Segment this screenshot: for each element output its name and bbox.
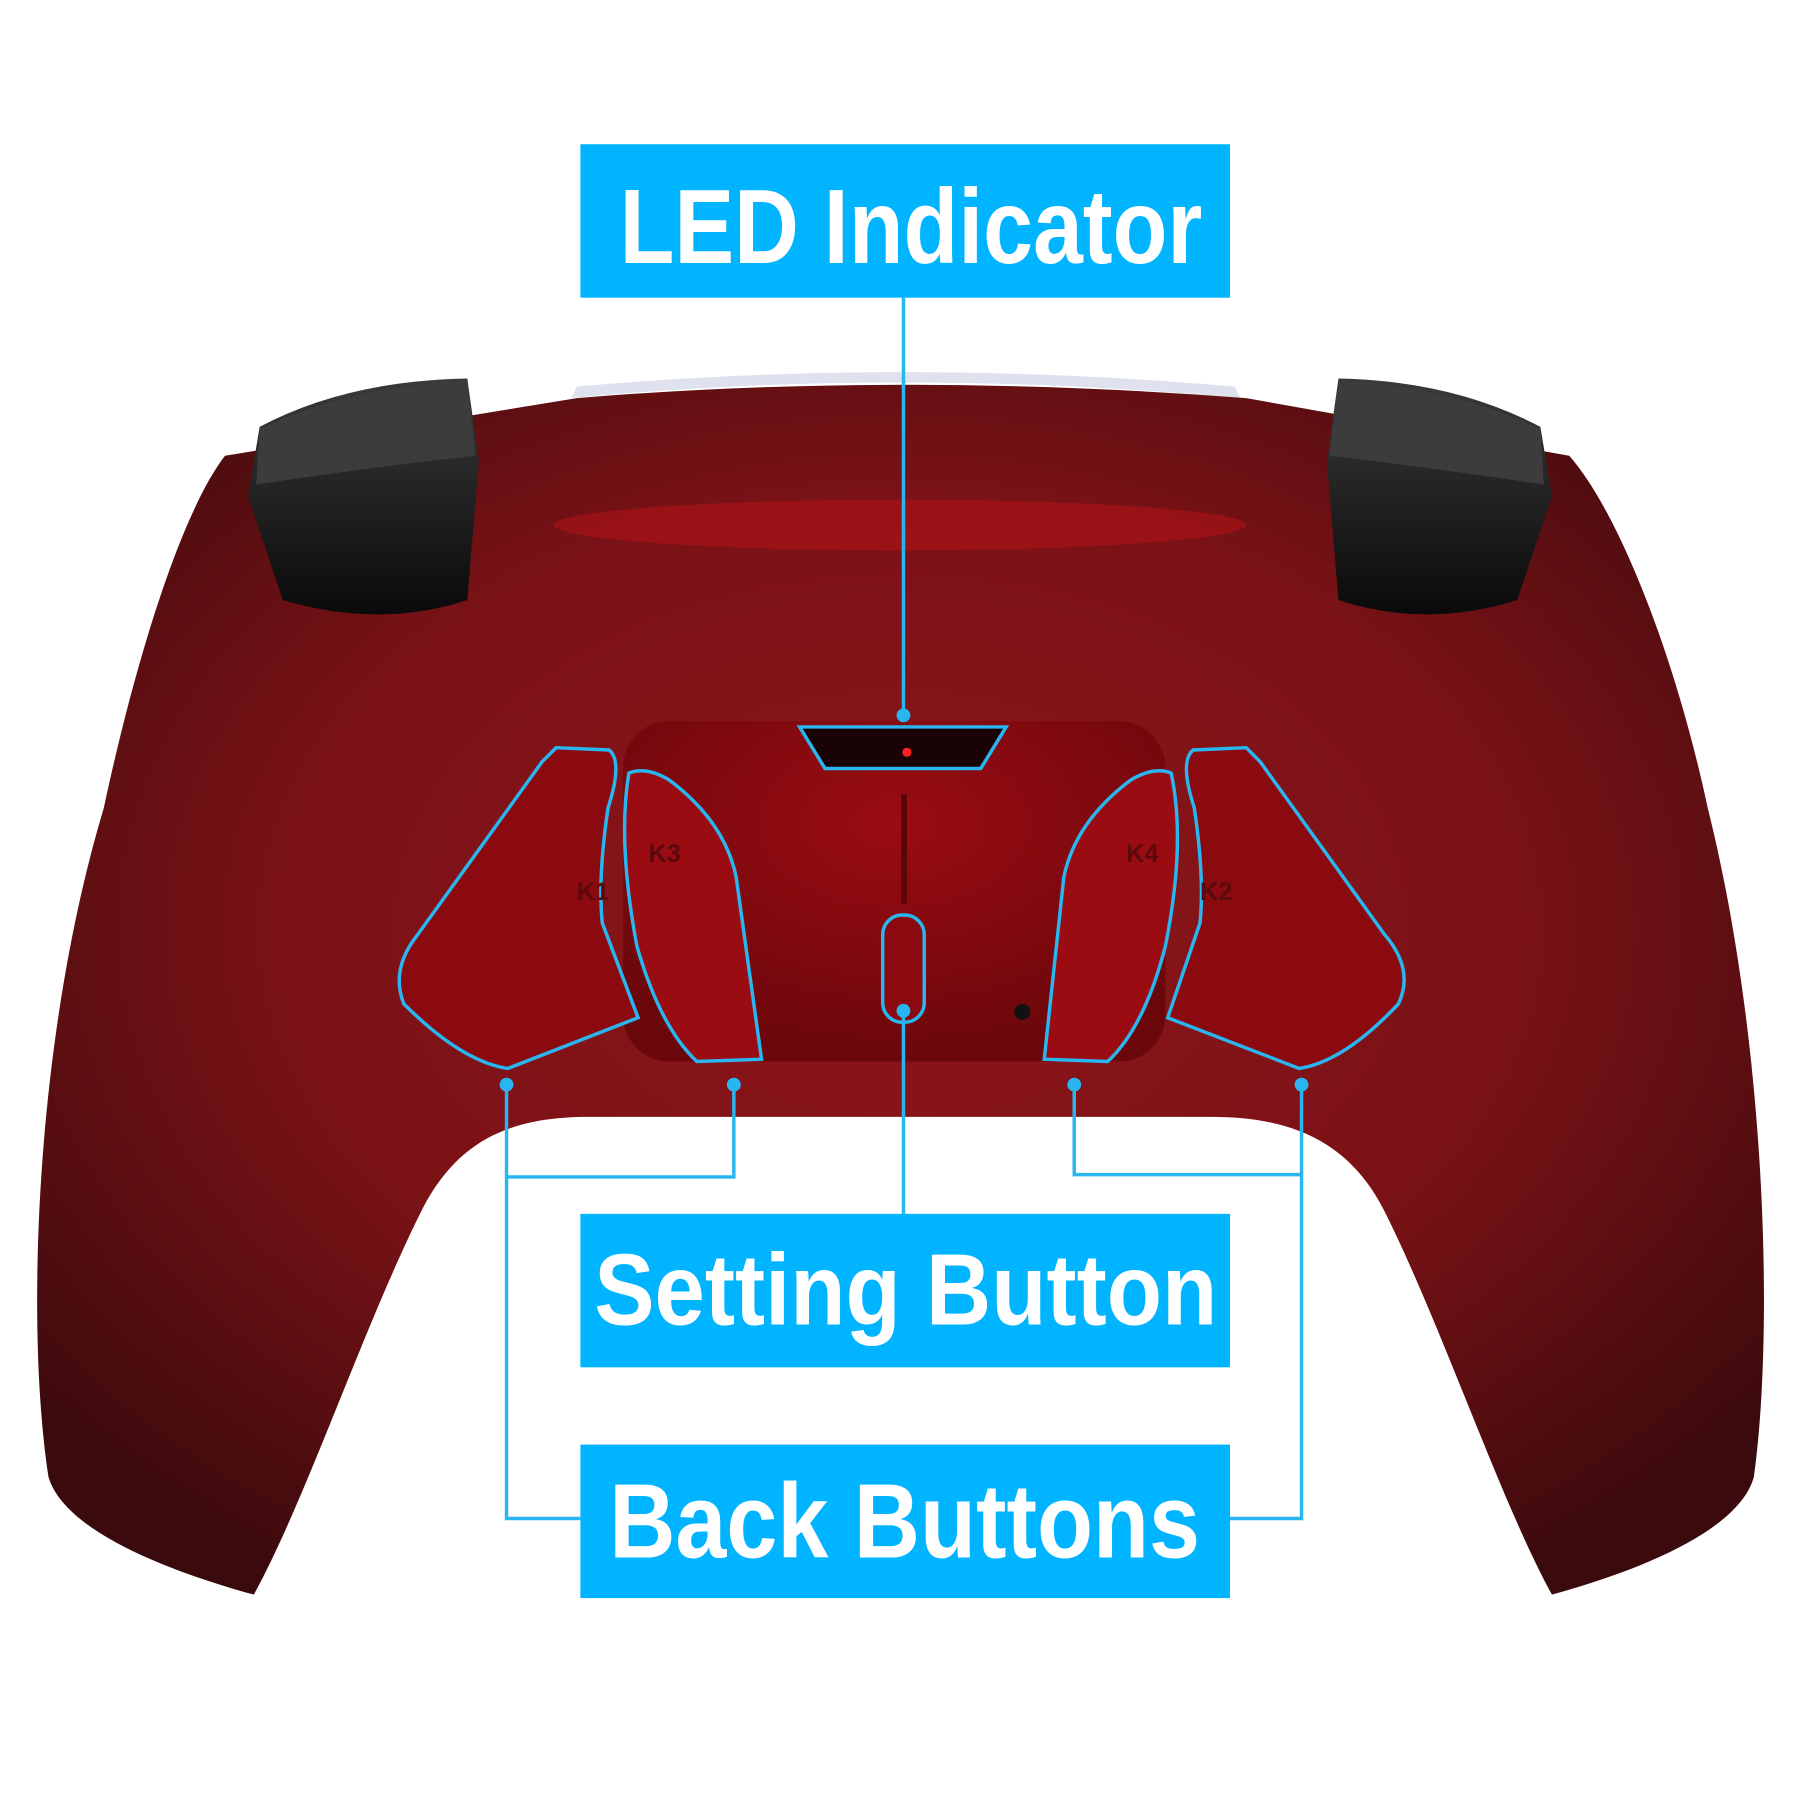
setting-callout-box xyxy=(580,1213,1230,1368)
callout-lines xyxy=(504,297,1304,1521)
reset-hole xyxy=(1014,1003,1031,1020)
back-callout-box xyxy=(580,1444,1230,1599)
paddle-k4[interactable] xyxy=(1042,769,1180,1064)
led-callout-label: LED Indicator xyxy=(620,168,1203,286)
right-trigger xyxy=(1326,378,1552,615)
back-module xyxy=(623,721,1166,1062)
back-callout-label: Back Buttons xyxy=(609,1463,1200,1581)
setting-callout-label: Setting Button xyxy=(594,1233,1217,1347)
module-groove xyxy=(901,793,907,904)
paddle-k4-label: K4 xyxy=(1126,840,1158,868)
paddle-k2-label: K2 xyxy=(1200,878,1232,906)
callout-dots xyxy=(499,708,1309,1092)
shell-highlight xyxy=(553,499,1247,551)
paddle-k3-label: K3 xyxy=(648,840,680,868)
led-callout-box xyxy=(580,144,1230,298)
top-strip xyxy=(571,372,1241,399)
paddle-k1[interactable] xyxy=(397,745,641,1071)
led-light xyxy=(902,747,912,757)
led-indicator xyxy=(796,725,1010,771)
paddle-k3[interactable] xyxy=(622,769,764,1064)
paddle-k2[interactable] xyxy=(1165,745,1406,1071)
left-trigger xyxy=(248,378,479,615)
paddle-k1-label: K1 xyxy=(577,878,609,906)
